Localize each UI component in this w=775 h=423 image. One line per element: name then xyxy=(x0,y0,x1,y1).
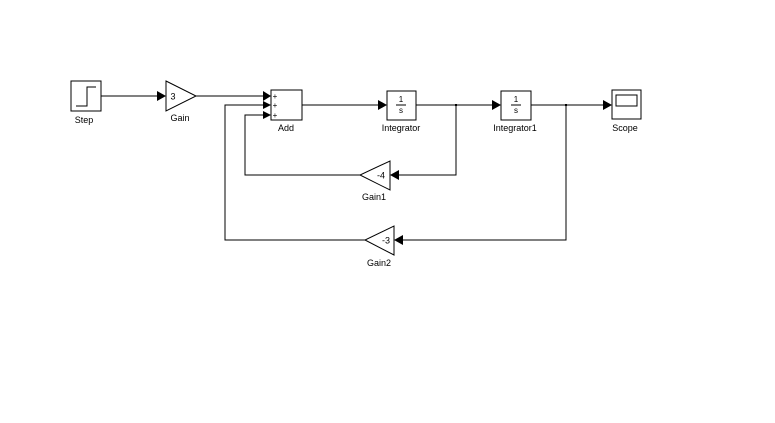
gain-block[interactable]: 3 Gain xyxy=(165,80,198,123)
integrator-denominator: s xyxy=(399,106,403,115)
wire-branch-to-gain2[interactable] xyxy=(402,105,567,241)
gain1-value: -4 xyxy=(377,171,385,181)
step-block[interactable]: Step xyxy=(70,80,102,125)
gain2-label: Gain2 xyxy=(367,258,391,268)
gain-label: Gain xyxy=(170,113,189,123)
arrowhead xyxy=(263,111,271,119)
branch-point xyxy=(565,104,567,106)
signal-lines xyxy=(101,91,612,245)
integrator-block[interactable]: 1 s Integrator xyxy=(382,90,421,133)
arrowhead xyxy=(394,235,403,245)
wire-gain2-to-add[interactable] xyxy=(224,104,365,241)
scope-label: Scope xyxy=(612,123,638,133)
add-block[interactable]: + + + Add xyxy=(270,89,303,133)
arrowhead xyxy=(263,101,271,109)
add-sign-2: + xyxy=(273,101,278,110)
wire-gain1-to-add[interactable] xyxy=(244,114,360,176)
add-label: Add xyxy=(278,123,294,133)
arrowhead xyxy=(390,170,399,180)
arrowhead xyxy=(263,91,271,101)
gain-value: 3 xyxy=(170,92,175,102)
integrator-numerator: 1 xyxy=(399,95,404,104)
step-icon xyxy=(76,86,96,107)
add-sign-1: + xyxy=(273,92,278,101)
gain2-block[interactable]: -3 Gain2 xyxy=(363,225,395,268)
scope-block[interactable]: Scope xyxy=(611,89,642,133)
gain2-value: -3 xyxy=(382,236,390,246)
gain1-label: Gain1 xyxy=(362,192,386,202)
step-label: Step xyxy=(75,115,94,125)
add-sign-3: + xyxy=(273,111,278,120)
arrowhead xyxy=(157,91,166,101)
integrator1-denominator: s xyxy=(514,106,518,115)
integrator1-block[interactable]: 1 s Integrator1 xyxy=(493,90,537,133)
wire-branch-to-gain1[interactable] xyxy=(398,105,457,176)
integrator-label: Integrator xyxy=(382,123,421,133)
integrator1-label: Integrator1 xyxy=(493,123,537,133)
scope-screen-icon xyxy=(615,94,638,107)
arrowhead xyxy=(378,100,387,110)
arrowhead xyxy=(492,100,501,110)
branch-point xyxy=(455,104,457,106)
arrowhead xyxy=(603,100,612,110)
gain1-block[interactable]: -4 Gain1 xyxy=(358,160,391,202)
integrator1-numerator: 1 xyxy=(514,95,519,104)
